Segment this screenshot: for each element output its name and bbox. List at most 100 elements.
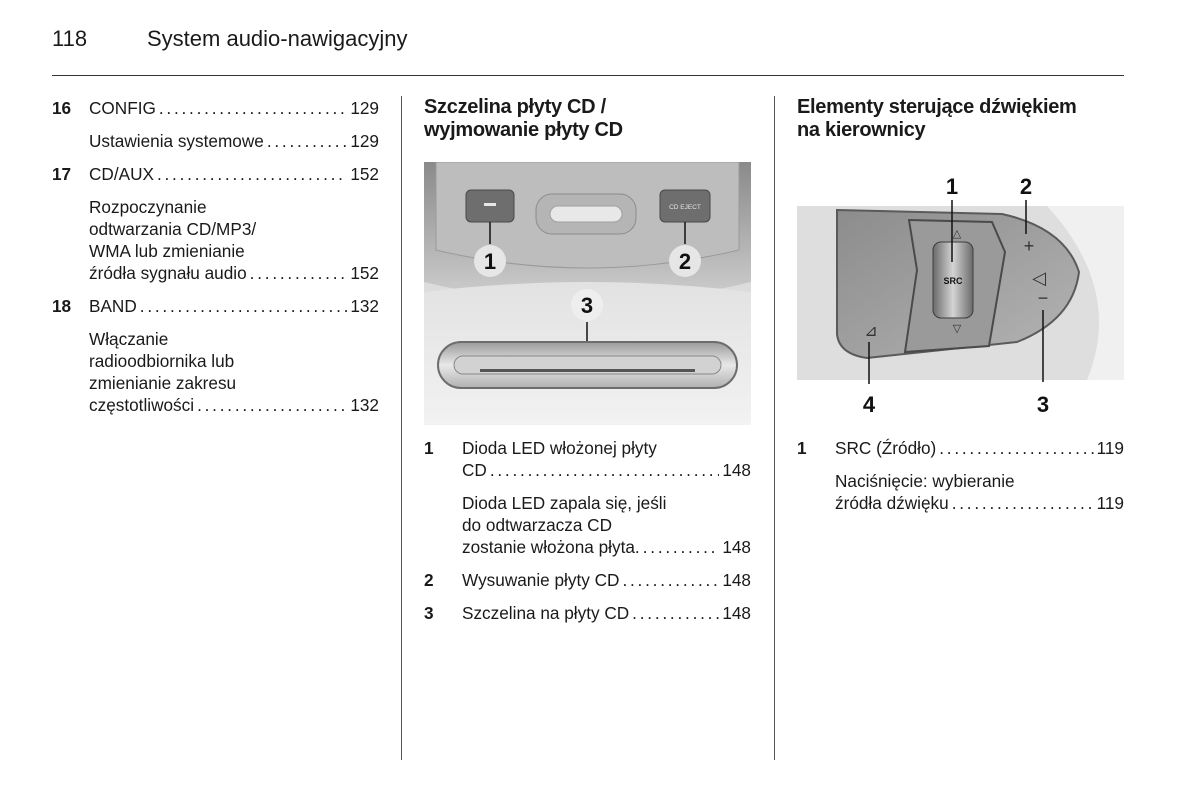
callout-1: 1	[484, 249, 496, 274]
up-arrow-icon: △	[953, 228, 962, 240]
entry-text: zmienianie zakresu	[89, 373, 237, 393]
entry-text: częstotliwości	[89, 395, 195, 415]
entry-line: do odtwarzacza CD	[462, 514, 751, 536]
page-reference[interactable]: 132	[350, 395, 379, 415]
page-reference[interactable]: 152	[350, 164, 379, 184]
dot-leader	[159, 97, 347, 119]
section-heading-steering: Elementy sterujące dźwiękiem na kierowni…	[797, 96, 1077, 141]
column-3: Elementy sterujące dźwiękiem na kierowni…	[797, 96, 1124, 142]
entry-text: Włączanie	[89, 329, 169, 349]
entry-number: 3	[424, 603, 434, 623]
entry-text: SRC (Źródło)	[835, 438, 937, 458]
entry-line: radioodbiornika lub	[89, 350, 379, 372]
page-reference[interactable]: 119	[1096, 493, 1124, 513]
entry-line: źródła sygnału audio 152	[89, 262, 379, 284]
cd-slot-svg: CD EJECT 1 2 3	[424, 162, 751, 425]
src-roller-label: SRC	[943, 276, 963, 286]
dot-leader	[632, 602, 719, 624]
dot-leader	[250, 262, 348, 284]
entry-number: 16	[52, 98, 72, 118]
page-reference[interactable]: 129	[350, 98, 379, 118]
entry-text: Dioda LED włożonej płyty	[462, 438, 657, 458]
entry-line: SRC (Źródło) 119	[835, 437, 1124, 459]
entry-text: CONFIG	[89, 98, 156, 118]
entry-line: częstotliwości 132	[89, 394, 379, 416]
column-divider-1	[401, 96, 402, 760]
entry-number: 1	[424, 438, 434, 458]
wheel-rim-highlight	[1047, 206, 1124, 380]
page-reference[interactable]: 152	[350, 263, 379, 283]
entry-body: CONFIG 129	[89, 97, 379, 119]
entry-text: odtwarzania CD/MP3/	[89, 219, 257, 239]
dot-leader	[939, 437, 1093, 459]
page-title: System audio-nawigacyjny	[147, 26, 408, 51]
entry-line: źródła dźwięku119	[835, 492, 1124, 514]
mute-icon: ⊿	[864, 323, 877, 340]
callout-2-bg	[669, 245, 701, 277]
entry-text: CD	[462, 460, 487, 480]
dot-leader	[952, 492, 1094, 514]
cd-slot-illustration: CD EJECT 1 2 3	[424, 162, 751, 425]
entry-text: WMA lub zmienianie	[89, 241, 245, 261]
src-roller[interactable]	[932, 241, 974, 319]
entry-text: Rozpoczynanie	[89, 197, 207, 217]
entry-line: Szczelina na płyty CD 148	[462, 602, 751, 624]
entry-text: BAND	[89, 296, 137, 316]
entry-text: Dioda LED zapala się, jeśli	[462, 493, 667, 513]
page-reference[interactable]: 148	[722, 537, 751, 557]
dot-leader	[490, 459, 719, 481]
entry-line: Włączanie	[89, 328, 379, 350]
entry-line: BAND 132	[89, 295, 379, 317]
entry-text: Wysuwanie płyty CD	[462, 570, 620, 590]
section-heading-cd: Szczelina płyty CD / wyjmowanie płyty CD	[424, 96, 623, 141]
page-reference[interactable]: 148	[722, 603, 751, 623]
dot-leader	[157, 163, 347, 185]
index-entry: Ustawienia systemowe129	[52, 130, 379, 152]
entry-number: 18	[52, 296, 72, 316]
dot-leader	[643, 536, 720, 558]
header-rule	[52, 75, 1124, 76]
entry-line: odtwarzania CD/MP3/	[89, 218, 379, 240]
page-reference[interactable]: 129	[350, 131, 379, 151]
down-arrow-icon: ▽	[953, 323, 962, 335]
callout-3: 3	[581, 293, 593, 318]
entry-line: zostanie włożona płyta.148	[462, 536, 751, 558]
callout-3: 3	[1037, 392, 1049, 417]
page-reference[interactable]: 148	[722, 460, 751, 480]
entry-text: Szczelina na płyty CD	[462, 603, 630, 623]
page-header: 118 System audio-nawigacyjny	[52, 26, 407, 52]
page-reference[interactable]: 119	[1096, 438, 1124, 458]
dot-leader	[622, 569, 719, 591]
eject-button-label: CD EJECT	[669, 204, 701, 211]
entry-text: źródła sygnału audio	[89, 263, 247, 283]
entry-body: Szczelina na płyty CD 148	[462, 602, 751, 624]
entry-line: Dioda LED włożonej płyty	[462, 437, 751, 459]
callout-1-bg	[474, 245, 506, 277]
entry-line: CD 148	[462, 459, 751, 481]
entry-number: 1	[797, 438, 807, 458]
entry-line: zmienianie zakresu	[89, 372, 379, 394]
volume-plus-icon: +	[1024, 236, 1035, 256]
speaker-icon: ◁	[1032, 268, 1046, 288]
entry-line: CD/AUX152	[89, 163, 379, 185]
entry-body: Ustawienia systemowe129	[89, 130, 379, 152]
column-divider-2	[774, 96, 775, 760]
page-reference[interactable]: 132	[350, 296, 379, 316]
entry-line: Rozpoczynanie	[89, 196, 379, 218]
cd-led-icon	[484, 203, 496, 206]
entry-line: WMA lub zmienianie	[89, 240, 379, 262]
page-number: 118	[52, 26, 88, 51]
cd-slot-opening	[480, 369, 695, 372]
callout-4: 4	[863, 392, 876, 417]
page-reference[interactable]: 148	[722, 570, 751, 590]
